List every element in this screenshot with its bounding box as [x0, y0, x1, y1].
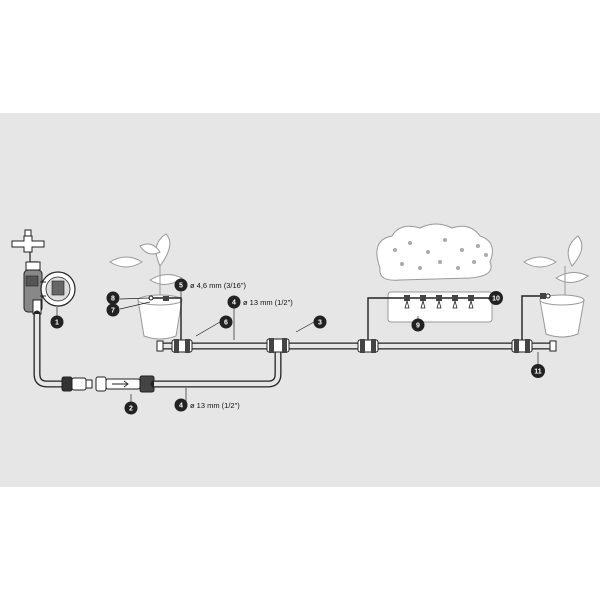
label-main-pipe-upper: ø 13 mm (1/2") [243, 298, 293, 307]
end-plug-right [549, 340, 557, 352]
callout-number: 7 [111, 308, 115, 315]
end-plug-left [156, 340, 164, 352]
drip-head-right [521, 293, 551, 340]
pressure-reducer [95, 375, 155, 393]
callout-9: 9 [411, 318, 425, 332]
callout-7: 7 [106, 303, 120, 317]
callout-number: 1 [55, 320, 59, 327]
t-piece-center [266, 338, 290, 353]
planter-box-flowers [376, 223, 493, 326]
callout-5: 5 [174, 278, 188, 292]
t-piece-mid-right [357, 339, 379, 353]
callout-10: 10 [489, 291, 503, 305]
t-piece-left [171, 339, 193, 353]
label-main-pipe-lower: ø 13 mm (1/2") [190, 401, 240, 410]
main-pipe-lower [150, 342, 282, 388]
callout-11: 11 [531, 364, 545, 378]
callout-number: 9 [416, 323, 420, 330]
water-timer-controller [23, 269, 76, 315]
plant-left [109, 233, 183, 340]
callout-number: 8 [111, 296, 115, 303]
label-small-pipe: ø 4,6 mm (3/16") [190, 281, 247, 290]
callout-number: 3 [318, 320, 322, 327]
hose-connector [61, 376, 93, 392]
callout-1: 1 [50, 315, 64, 329]
callout-number: 4 [232, 300, 236, 307]
callout-number: 5 [179, 283, 183, 290]
callout-4-upper: 4 [227, 295, 241, 309]
feed-hose [33, 310, 68, 388]
drip-line-planter [367, 295, 496, 340]
callout-number: 2 [129, 406, 133, 413]
callout-number: 11 [534, 369, 542, 376]
callout-number: 6 [224, 320, 228, 327]
plant-right [523, 235, 589, 338]
callout-number: 10 [492, 296, 500, 303]
callout-4-lower: 4 [174, 398, 188, 412]
callout-8: 8 [106, 291, 120, 305]
callout-6: 6 [219, 315, 233, 329]
callout-2: 2 [124, 401, 138, 415]
t-piece-right [511, 339, 533, 353]
callout-number: 4 [179, 403, 183, 410]
water-faucet [11, 229, 45, 271]
callout-3: 3 [313, 315, 327, 329]
